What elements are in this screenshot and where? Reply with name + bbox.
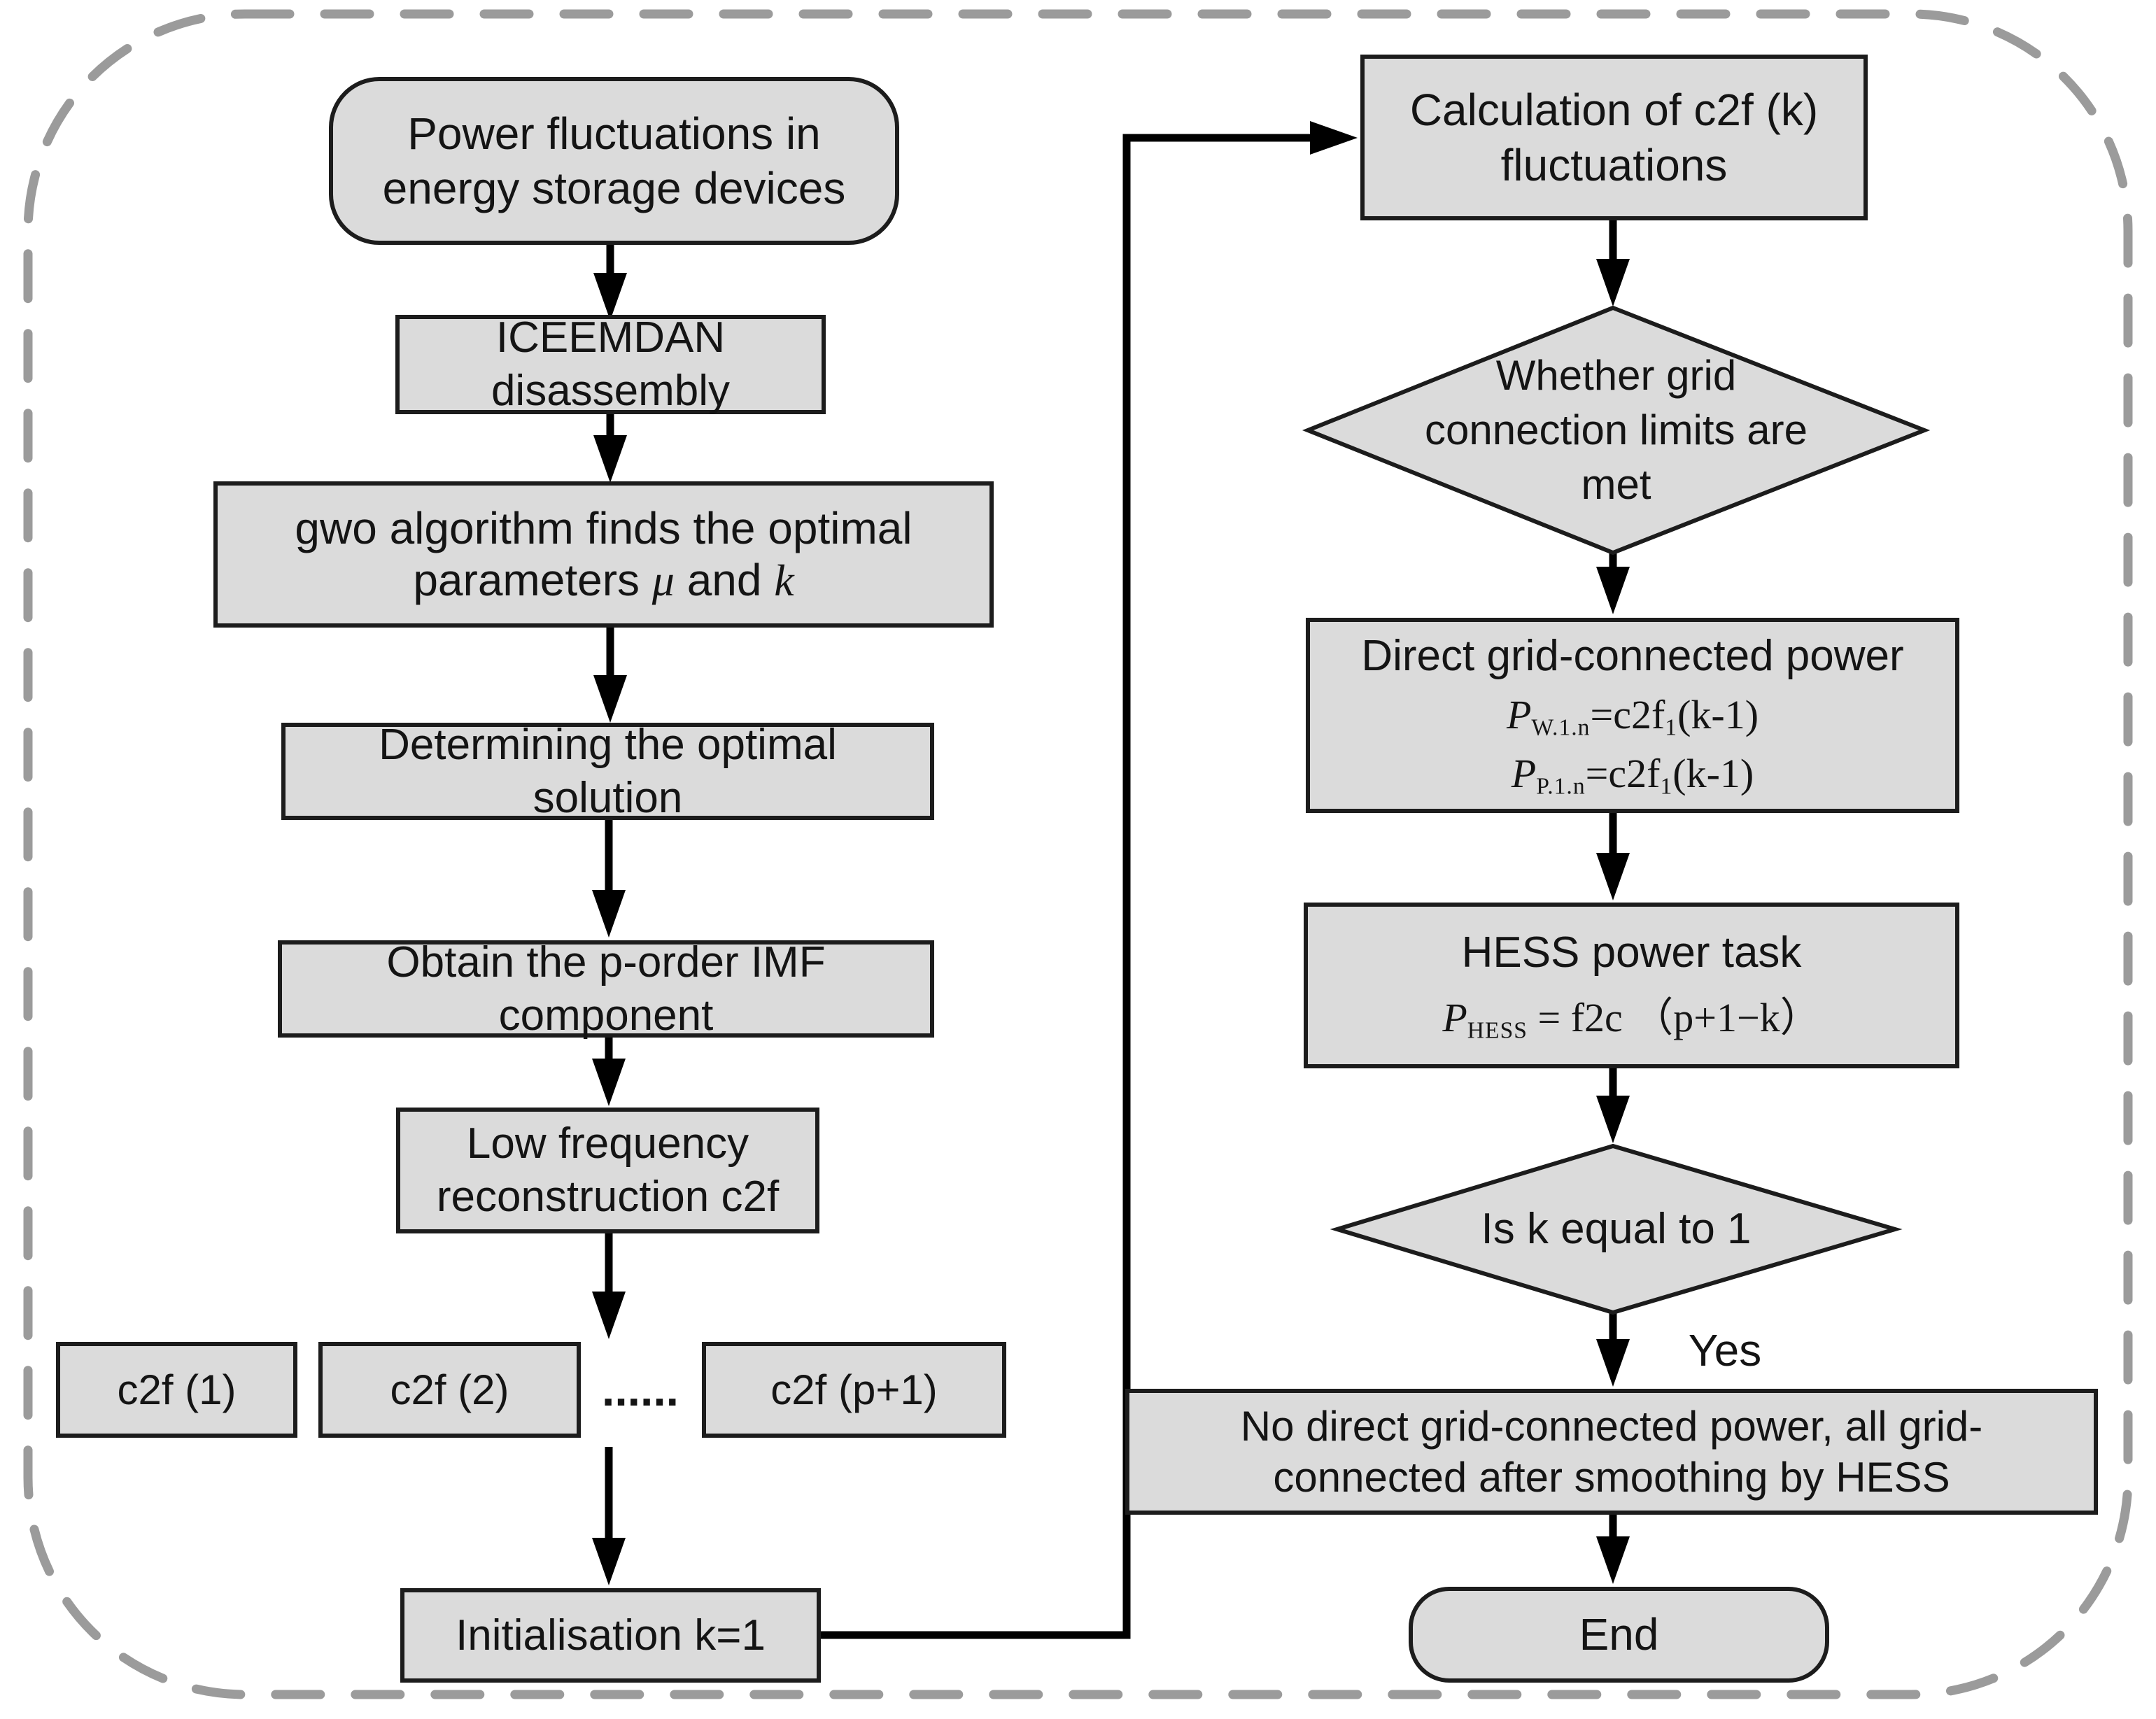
lowfreq-node: Low frequency reconstruction c2f xyxy=(396,1108,819,1233)
dashed-frame xyxy=(23,9,2133,1699)
c2f-1-node: c2f (1) xyxy=(56,1342,297,1438)
iceemdan-node: ICEEMDAN disassembly xyxy=(395,313,826,415)
c2f-p1-node: c2f (p+1) xyxy=(702,1342,1006,1438)
k-symbol: k xyxy=(774,555,794,605)
obtain-imf-node: Obtain the p-order IMF component xyxy=(278,938,934,1040)
is-k-1-label: Is k equal to 1 xyxy=(1481,1204,1752,1253)
yes-label: Yes xyxy=(1688,1324,1762,1375)
start-node: Power fluctuations in energy storage dev… xyxy=(329,77,899,245)
mu-symbol: μ xyxy=(651,555,675,605)
determining-node: Determining the optimal solution xyxy=(281,721,934,822)
decision-diamond-grid-limits xyxy=(1302,305,1931,556)
gwo-line1: gwo algorithm finds the optimal xyxy=(295,502,913,553)
hess-task-node: HESS power task PHESS = f2c （p+1−k） xyxy=(1304,903,1959,1068)
arrows xyxy=(592,121,1630,1639)
grid-limits-label: Whether grid connection limits are met xyxy=(1425,352,1808,508)
decision-diamond-is-k-1 xyxy=(1330,1143,1903,1315)
c2f-2-node: c2f (2) xyxy=(318,1342,581,1438)
gwo-node: gwo algorithm finds the optimal paramete… xyxy=(213,481,994,628)
hess-formula: PHESS = f2c （p+1−k） xyxy=(1442,994,1821,1044)
hess-task-title: HESS power task xyxy=(1461,928,1802,977)
gwo-line2: parameters μ and k xyxy=(413,554,794,605)
calc-c2f-node: Calculation of c2f (k) fluctuations xyxy=(1360,55,1868,220)
ellipsis-dots: ...... xyxy=(601,1363,679,1415)
direct-power-title: Direct grid-connected power xyxy=(1361,632,1904,681)
end-node: End xyxy=(1409,1587,1829,1683)
direct-formula-2: PP.1.n=c2f1(k-1) xyxy=(1511,751,1754,800)
direct-power-node: Direct grid-connected power PW.1.n=c2f1(… xyxy=(1306,618,1959,813)
initialisation-node: Initialisation k=1 xyxy=(400,1588,821,1683)
direct-formula-1: PW.1.n=c2f1(k-1) xyxy=(1506,691,1759,741)
no-direct-power-node: No direct grid-connected power, all grid… xyxy=(1125,1389,2098,1515)
